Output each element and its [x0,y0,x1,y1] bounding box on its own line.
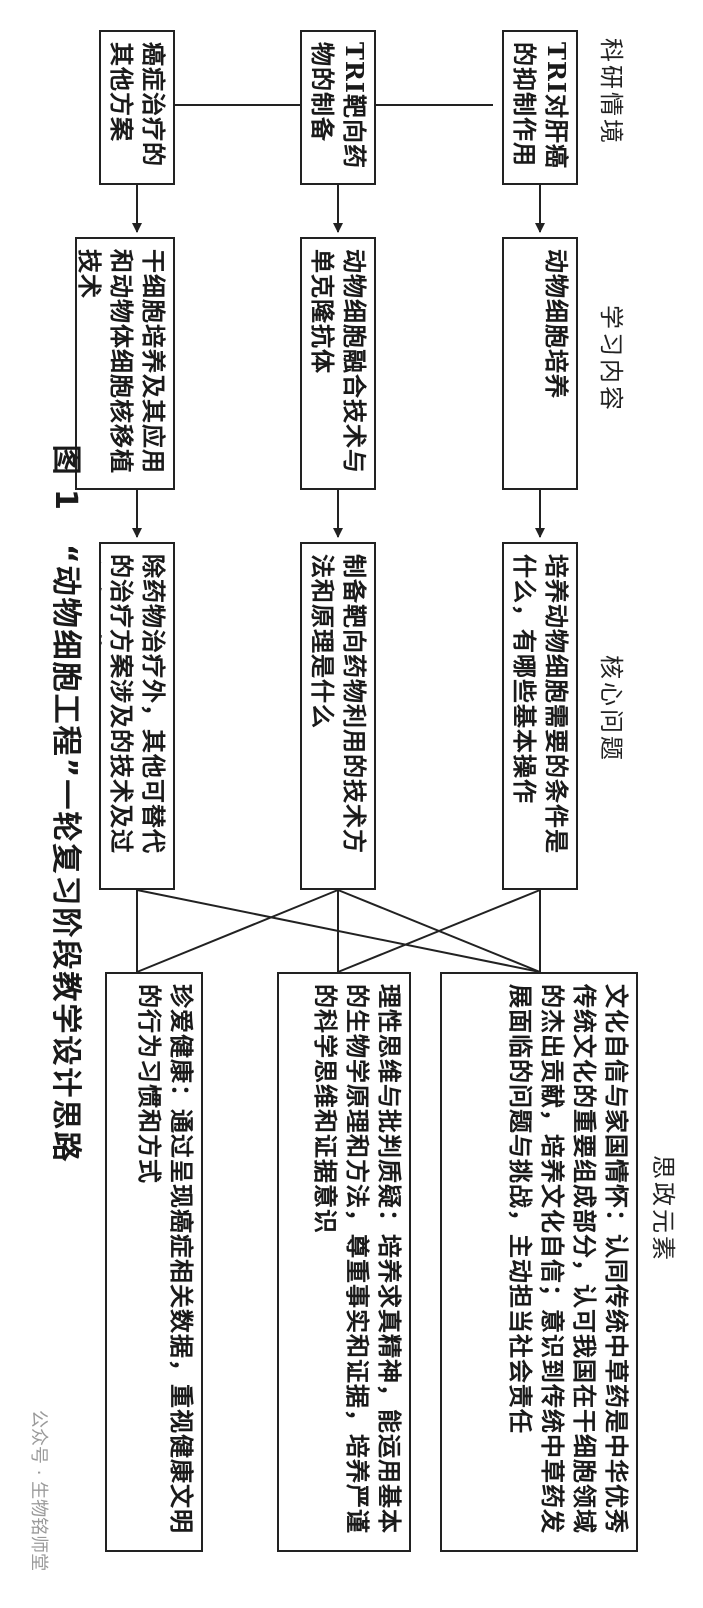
header-question: 核心问题 [597,655,625,763]
question-box-3: 除药物治疗外，其他可替代的治疗方案涉及的技术及过程有哪些 [99,542,175,890]
link-q3-e1 [136,889,541,973]
scenario-box-3: 癌症治疗的其他方案 [99,30,175,185]
link-q2-e3 [136,889,339,973]
watermark: 公众号 · 生物铭师堂 [28,1410,49,1572]
element-box-3: 珍爱健康：通过呈现癌症相关数据，重视健康文明的行为习惯和方式 [105,972,203,1552]
link-q2-e1 [337,889,541,973]
header-scenario: 科研情境 [597,38,625,146]
scenario-box-1: TRI对肝癌的抑制作用 [502,30,578,185]
figure-caption: 图 1 “动物细胞工程”一轮复习阶段教学设计思路 [48,444,83,1164]
question-box-2: 制备靶向药物利用的技术方法和原理是什么 [300,542,376,890]
header-elements: 思政元素 [649,1155,677,1263]
question-box-1: 培养动物细胞需要的条件是什么，有哪些基本操作 [502,542,578,890]
content-box-2: 动物细胞融合技术与单克隆抗体 [300,237,376,490]
element-box-1: 文化自信与家国情怀：认同传统中草药是中华优秀传统文化的重要组成部分，认可我国在干… [440,972,638,1552]
header-content: 学习内容 [597,305,625,413]
element-box-2: 理性思维与批判质疑：培养求真精神，能运用基本的生物学原理和方法，尊重事实和证据，… [277,972,411,1552]
scenario-box-2: TRI靶向药物的制备 [300,30,376,185]
content-box-1: 动物细胞培养 [502,237,578,490]
